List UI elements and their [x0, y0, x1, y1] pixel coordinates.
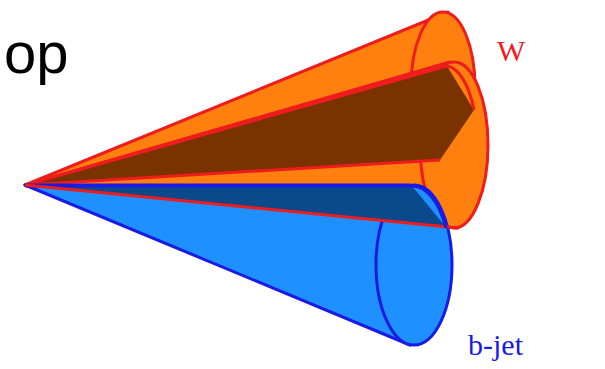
cone-edge — [25, 185, 458, 228]
cone-rim — [447, 66, 474, 110]
title-fragment: op — [4, 24, 69, 82]
w-label: W — [497, 36, 525, 66]
cone-rim — [412, 186, 446, 228]
cone-edge — [25, 160, 440, 185]
cone-edge — [25, 66, 447, 185]
cone-edge — [25, 185, 412, 188]
b-jet-cone — [25, 185, 452, 345]
w-cone-upper — [25, 12, 475, 185]
w-overlap — [25, 66, 474, 185]
b-jet-label: b-jet — [468, 330, 523, 360]
